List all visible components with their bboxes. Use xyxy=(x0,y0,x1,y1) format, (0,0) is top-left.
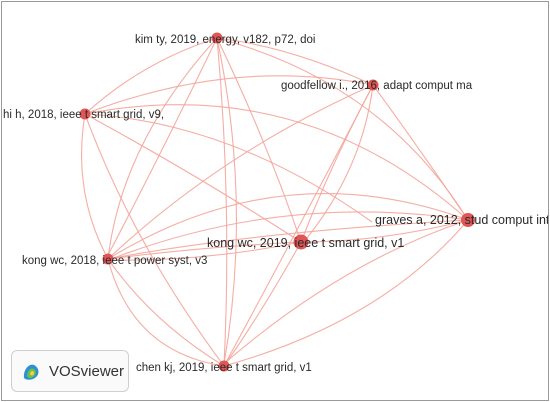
node-label-kongwc2019: kong wc, 2019, ieee t smart grid, v1 xyxy=(207,236,404,250)
node-kimty[interactable] xyxy=(211,32,223,44)
node-graves[interactable] xyxy=(461,213,475,227)
node-label-goodfellow: goodfellow i., 2016, adapt comput ma xyxy=(281,80,473,92)
node-label-kimty: kim ty, 2019, energy, v182, p72, doi xyxy=(135,34,316,46)
edge xyxy=(300,219,469,243)
edge xyxy=(105,241,302,261)
node-label-kongwc2018: kong wc, 2018, ieee t power syst, v3 xyxy=(22,255,207,267)
edge xyxy=(84,104,469,221)
edge xyxy=(105,37,218,260)
node-goodfellow[interactable] xyxy=(367,79,379,91)
edge xyxy=(84,113,373,223)
edge xyxy=(223,84,374,367)
edge xyxy=(223,241,302,367)
edge xyxy=(216,37,302,243)
node-label-shih: hi h, 2018, ieee t smart grid, v9, xyxy=(3,109,164,121)
edge xyxy=(300,84,374,243)
node-label-graves: graves a, 2012, stud comput inte xyxy=(375,213,548,227)
node-chenkj[interactable] xyxy=(218,360,230,372)
edge xyxy=(107,258,225,367)
edge xyxy=(84,113,302,243)
edge xyxy=(84,113,225,367)
edge xyxy=(84,75,374,115)
edge xyxy=(223,219,469,367)
node-layer xyxy=(79,32,475,372)
edge xyxy=(301,84,374,245)
edge xyxy=(84,37,218,115)
vosviewer-logo-icon xyxy=(23,364,39,380)
edge xyxy=(216,37,374,86)
vosviewer-label: VOSviewer xyxy=(49,362,125,380)
edge xyxy=(105,211,469,262)
node-kongwc2018[interactable] xyxy=(102,253,114,265)
edge xyxy=(216,37,228,367)
node-shih[interactable] xyxy=(79,108,91,120)
edge xyxy=(107,219,469,260)
edge xyxy=(107,193,469,260)
edge xyxy=(225,219,469,363)
edge xyxy=(107,258,225,367)
edge xyxy=(81,113,109,260)
vosviewer-badge[interactable]: VOSviewer xyxy=(11,350,129,392)
edge-layer xyxy=(81,37,469,367)
edge xyxy=(107,241,302,260)
edge xyxy=(216,37,469,221)
node-kongwc2019[interactable] xyxy=(293,234,309,250)
node-label-chenkj: chen kj, 2019, ieee t smart grid, v1 xyxy=(136,362,312,374)
edge xyxy=(372,84,469,221)
